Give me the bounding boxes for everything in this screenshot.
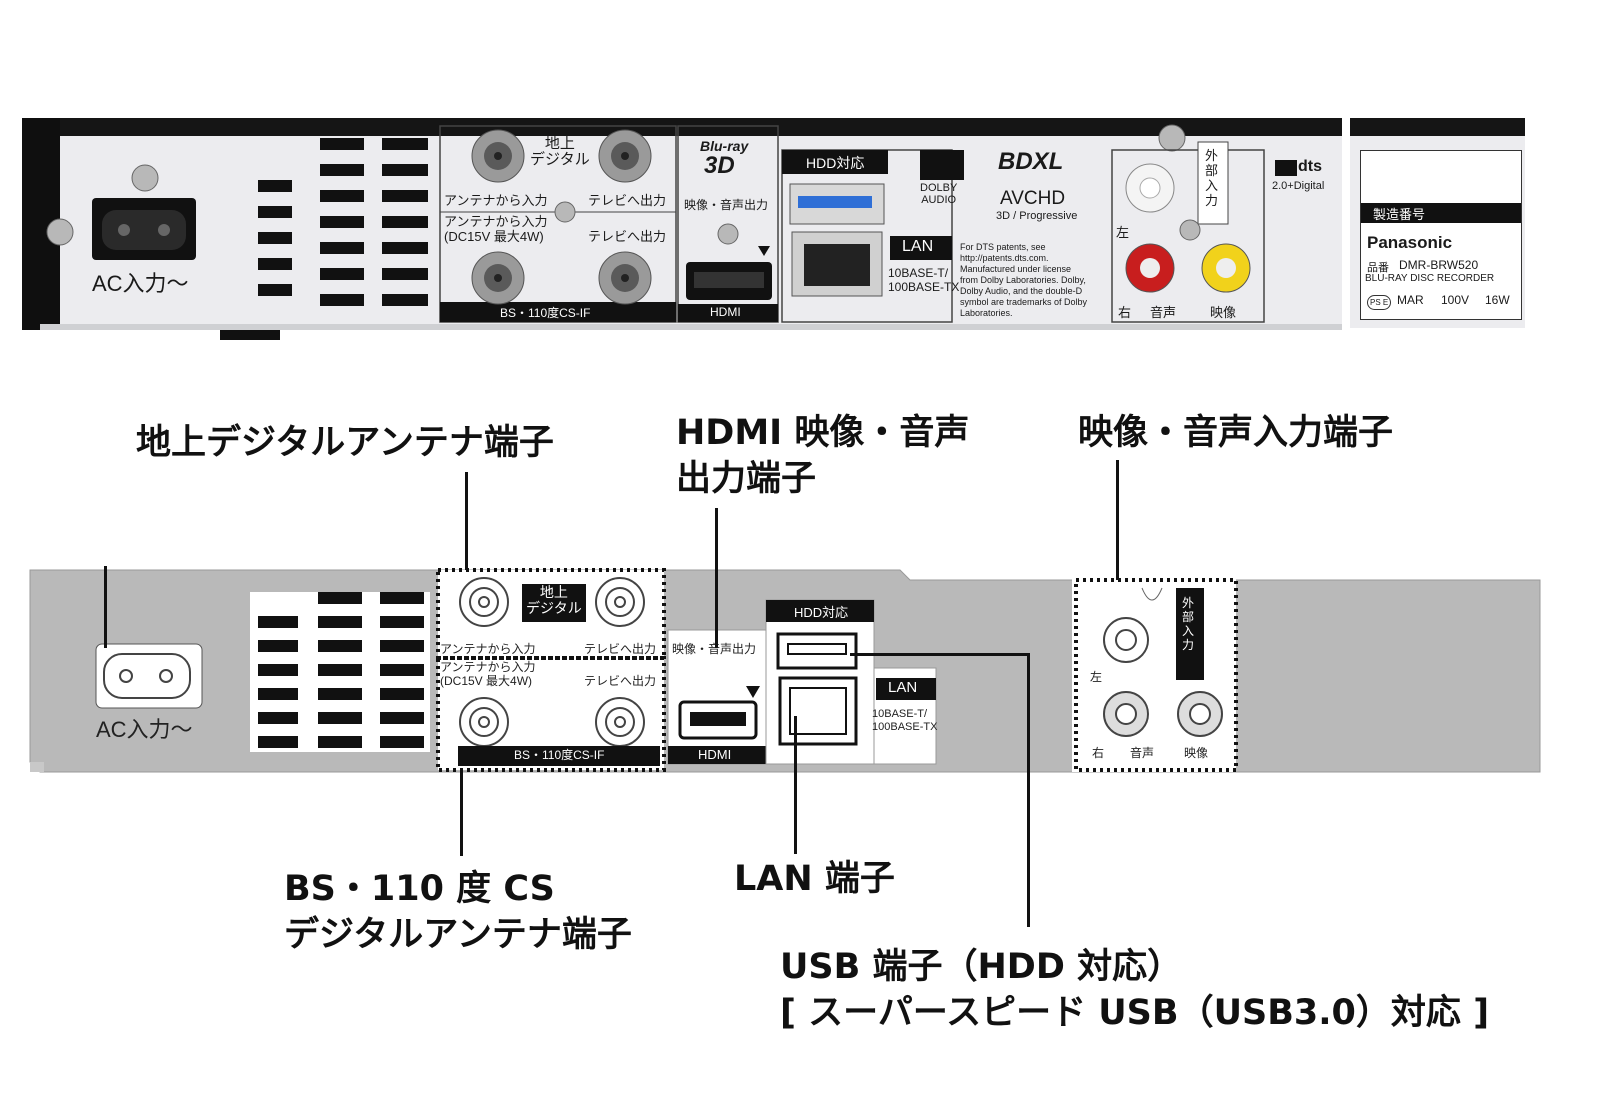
photo-terrestrial-label: 地上 デジタル: [530, 135, 590, 168]
plate-brand: Panasonic: [1367, 233, 1453, 252]
photo-antenna-in: アンテナから入力: [444, 193, 548, 208]
diagram-antenna-in: アンテナから入力: [440, 642, 536, 656]
line-lan: [794, 716, 797, 854]
plate-watt: 16W: [1485, 293, 1510, 307]
line-ac: [104, 566, 107, 648]
diagram-terrestrial-label: 地上 デジタル: [526, 584, 582, 616]
diagram-tv-out-bs: テレビへ出力: [584, 674, 657, 688]
line-av-input: [1116, 460, 1119, 580]
plate-mar: MAR: [1397, 293, 1424, 307]
rear-panel-photo: [22, 110, 1525, 350]
photo-bs-label: BS・110度CS-IF: [500, 306, 591, 320]
avchd-sub: 3D / Progressive: [996, 210, 1078, 222]
diagram-hdmi-label: HDMI: [698, 747, 732, 762]
photo-hdd-label: HDD対応: [806, 155, 865, 171]
plate-pse: PS E: [1367, 295, 1392, 310]
diagram-tv-out: テレビへ出力: [584, 642, 657, 656]
plate-model: DMR-BRW520: [1399, 258, 1479, 272]
dolby-logo: DOLBY AUDIO: [920, 182, 958, 206]
plate-serial: 製造番号: [1373, 207, 1426, 222]
legal-text: For DTS patents, see http://patents.dts.…: [960, 242, 1088, 318]
plate-product: BLU-RAY DISC RECORDER: [1365, 273, 1495, 284]
photo-right-label: 右: [1118, 305, 1132, 320]
avchd-logo: AVCHD: [1000, 188, 1066, 209]
photo-ac-label: AC入力〜: [92, 271, 189, 296]
photo-hdmi-header: 映像・音声出力: [684, 198, 769, 212]
bluray-3d-logo: 3D: [704, 152, 735, 179]
line-bs: [460, 772, 463, 856]
diagram-hdd-label: HDD対応: [794, 605, 849, 620]
callout-bs: BS・110 度 CS デジタルアンテナ端子: [284, 869, 632, 955]
callout-usb: USB 端子（HDD 対応） [ スーパースピード USB（USB3.0）対応 …: [780, 947, 1490, 1033]
dts-sub: 2.0+Digital: [1272, 180, 1325, 192]
plate-serial-bar: [1361, 203, 1521, 223]
photo-lan-label: LAN: [902, 238, 934, 255]
bdxl-logo: BDXL: [998, 148, 1064, 175]
rating-plate: 製造番号 Panasonic 品番 DMR-BRW520 BLU-RAY DIS…: [1360, 150, 1522, 320]
callout-lan: LAN 端子: [734, 859, 895, 899]
photo-tv-out: テレビへ出力: [588, 193, 667, 208]
diagram-video-label: 映像: [1184, 746, 1209, 760]
photo-audio-label: 音声: [1150, 305, 1177, 320]
dts-logo: dts: [1298, 158, 1322, 175]
diagram-hdmi-header: 映像・音声出力: [672, 642, 757, 656]
callout-hdmi: HDMI 映像・音声 出力端子: [676, 413, 970, 499]
plate-volt: 100V: [1441, 293, 1470, 307]
bluray-logo: Blu-ray: [700, 138, 749, 154]
diagram-external-input: 外部入力: [1182, 596, 1195, 652]
diagram-ac-label: AC入力〜: [96, 717, 193, 742]
callout-terrestrial: 地上デジタルアンテナ端子: [136, 423, 554, 463]
line-terrestrial: [465, 472, 468, 570]
rear-panel-diagram: [29, 568, 1541, 773]
photo-external-input: 外部入力: [1205, 148, 1219, 208]
diagram-right-label: 右: [1092, 746, 1105, 760]
photo-video-label: 映像: [1210, 305, 1237, 320]
diagram-lan-label: LAN: [888, 679, 918, 696]
plate-model-prefix: 品番: [1367, 262, 1389, 274]
diagram-bs-label: BS・110度CS-IF: [514, 748, 605, 762]
diagram-antenna-in-bs: アンテナから入力 (DC15V 最大4W): [440, 660, 536, 688]
photo-hdmi-label: HDMI: [710, 305, 741, 319]
photo-antenna-in-bs: アンテナから入力 (DC15V 最大4W): [444, 214, 548, 244]
diagram-lan-spec: 10BASE-T/ 100BASE-TX: [872, 708, 938, 733]
diagram-left-label: 左: [1090, 670, 1103, 684]
photo-tv-out-bs: テレビへ出力: [588, 229, 667, 244]
line-usb-v: [1027, 653, 1030, 927]
callout-av-input: 映像・音声入力端子: [1078, 413, 1394, 453]
line-usb-h: [850, 653, 1030, 656]
photo-left-label: 左: [1116, 225, 1130, 240]
line-hdmi: [715, 508, 718, 648]
diagram-audio-label: 音声: [1130, 746, 1155, 760]
photo-lan-spec: 10BASE-T/ 100BASE-TX: [888, 266, 960, 294]
